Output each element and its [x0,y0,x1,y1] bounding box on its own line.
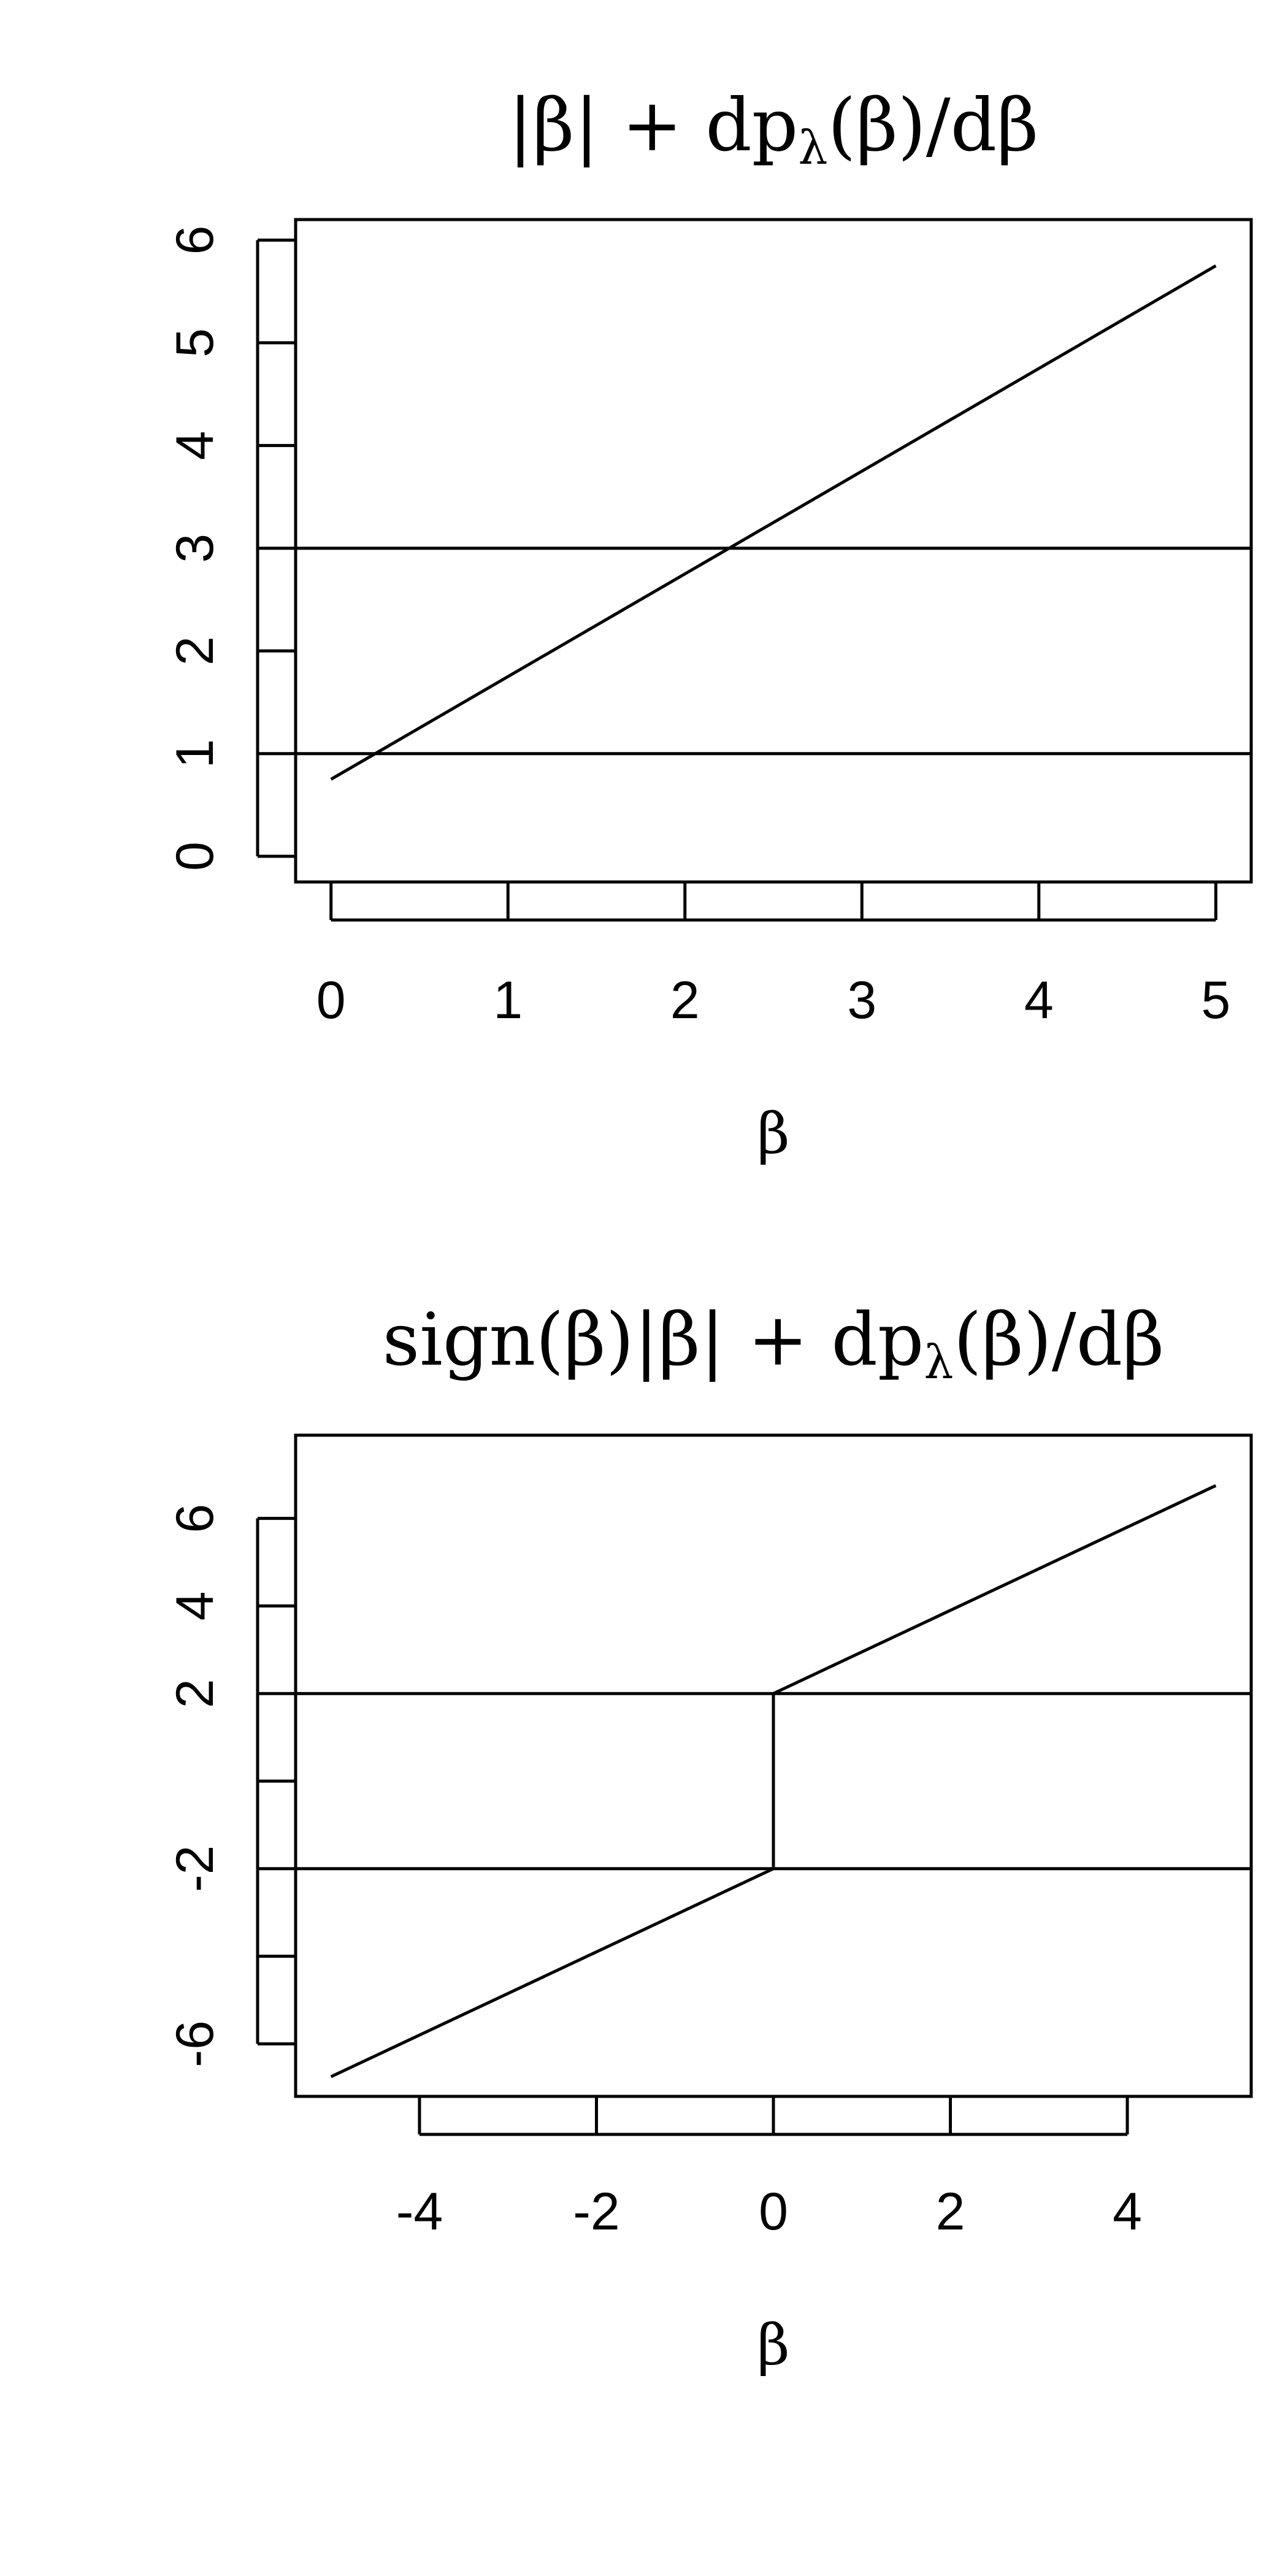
x-axis-label: β [757,1101,789,1167]
y-tick-label: 6 [166,226,224,255]
x-tick-label: 1 [493,971,523,1030]
y-tick-label: 2 [166,1679,224,1708]
x-tick-label: 0 [316,971,346,1030]
x-tick-label: -2 [573,2182,619,2241]
y-tick-label: 6 [166,1504,224,1533]
y-tick-label: -6 [166,2020,224,2067]
chart-title: |β| + dpλ(β)/dβ [508,83,1039,175]
y-tick-label: 1 [166,739,224,769]
x-tick-label: 2 [936,2182,965,2241]
x-tick-label: 2 [670,971,700,1030]
y-tick-label: -2 [166,1846,224,1892]
x-tick-label: 3 [847,971,876,1030]
chart-title-main: sign(β)|β| + dp [383,1297,924,1382]
y-tick-label: 4 [166,1592,224,1621]
x-tick-label: -4 [396,2182,443,2241]
y-tick-label: 5 [166,328,224,358]
y-tick-label: 2 [166,636,224,665]
chart-title: sign(β)|β| + dpλ(β)/dβ [383,1297,1165,1389]
chart-panel-1: |β| + dpλ(β)/dβ 0 1 2 3 4 5 0 1 2 3 4 5 6 β [166,83,1253,1167]
y-tick-label: 3 [166,534,224,563]
y-tick-label: 4 [166,431,224,460]
series-line [330,1484,1217,2079]
chart-title-subscript: λ [798,120,827,175]
chart-title-main: |β| + dp [508,83,799,167]
series-line [330,264,1217,781]
x-tick-label: 5 [1201,971,1230,1030]
chart-title-rest: (β)/dβ [954,1297,1165,1382]
x-tick-label: 4 [1024,971,1054,1030]
y-tick-label: 0 [166,841,224,871]
x-tick-label: 0 [759,2182,788,2241]
x-axis-label: β [757,2312,789,2378]
plot-frame [294,218,1253,884]
chart-title-rest: (β)/dβ [828,83,1039,167]
x-tick-label: 4 [1113,2182,1142,2241]
chart-title-subscript: λ [924,1335,953,1389]
chart-panel-2: sign(β)|β| + dpλ(β)/dβ -4 -2 0 2 4 -6 -2 2 4 6 β [166,1297,1253,2378]
